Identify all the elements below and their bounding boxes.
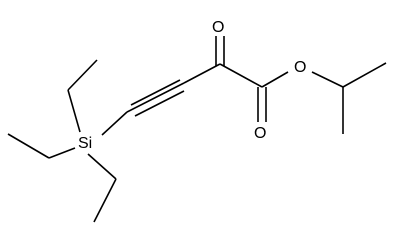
ester-carbonyl-oxygen-label: O [253,125,268,142]
bond-si-alkyne [101,111,128,136]
bond-alkyne-keto-carbon [183,63,221,84]
triple-bond-center [126,82,185,113]
bond-ethyl-left-ch3 [7,133,50,159]
ketone-oxygen-label: O [211,19,226,36]
bond-isopropyl-methyl-right [342,62,387,88]
silicon-label: Si [77,135,94,152]
triple-bond-upper [130,79,181,106]
molecule-canvas: O O O Si [7,19,387,223]
bond-oxygen-isopropyl [311,71,344,88]
bond-si-ethyl-upper-ch2 [67,89,81,133]
bond-si-ethyl-lower-ch2 [87,153,117,180]
bond-drawing [7,36,387,223]
bond-ester-carbon-oxygen [261,71,289,88]
triple-bond-lower [134,90,185,117]
bond-keto-ester-carbon [219,63,263,88]
bond-ethyl-lower-ch3 [93,178,117,223]
bond-ethyl-upper-ch3 [67,59,98,91]
ester-bridge-oxygen-label: O [293,59,308,76]
bond-si-ethyl-left-ch2 [48,147,76,159]
